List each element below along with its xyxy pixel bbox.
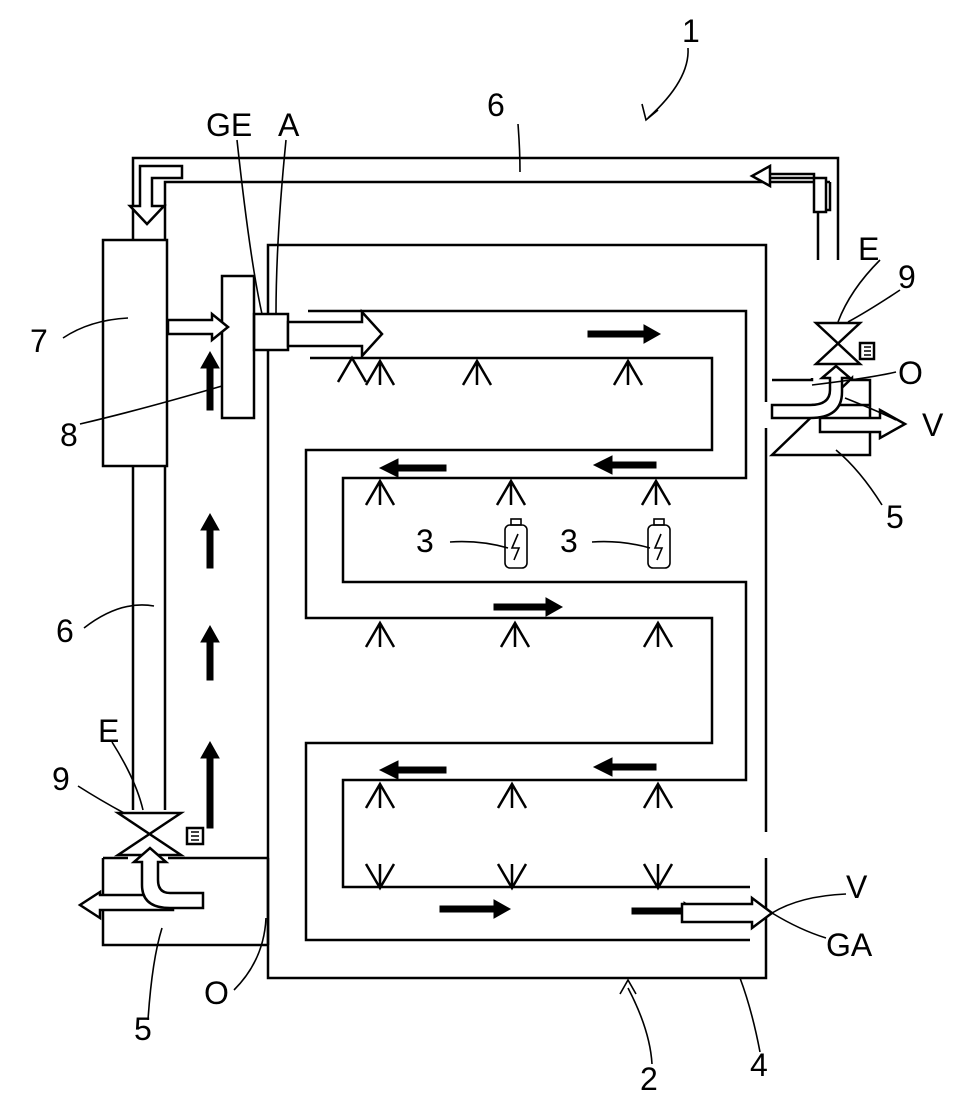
module-to-blower-arrow: [168, 314, 228, 340]
outlet-unit-left: [80, 848, 268, 945]
label-vent-bottom: V: [846, 869, 868, 905]
label-gas-outlet: GA: [826, 927, 873, 963]
valve-right: [816, 323, 874, 364]
label-valve-left: 9: [52, 761, 70, 797]
label-inlet-e-right: E: [858, 231, 879, 267]
label-module: 7: [30, 323, 48, 359]
duct-up-arrows: [201, 352, 219, 828]
label-housing: 2: [640, 1061, 658, 1097]
label-opening-right: O: [898, 355, 923, 391]
label-opening-left: O: [204, 975, 229, 1011]
return-duct: [133, 158, 838, 810]
label-vent-right: V: [922, 407, 944, 443]
nozzles-down: [366, 864, 672, 888]
label-inlet-e-left: E: [98, 713, 119, 749]
inlet-nozzle: [338, 358, 366, 382]
battery-cell-right: [648, 519, 670, 568]
inlet-hollow-arrow: [288, 312, 382, 356]
channel-flow-arrows: [380, 325, 698, 920]
outlet-ga-arrow: [682, 898, 772, 928]
outlet-unit-right: [772, 366, 905, 455]
label-blower: 8: [60, 417, 78, 453]
label-cell-right: 3: [560, 523, 578, 559]
outlet-a-nozzle: [254, 314, 288, 350]
serpentine-channel: [306, 311, 750, 940]
label-channel: 4: [750, 1047, 768, 1083]
duct-flow-arrow-right: [752, 166, 826, 212]
blower-box: [222, 276, 254, 418]
label-return-left: 6: [56, 613, 74, 649]
valve-left: [118, 813, 203, 855]
label-return-top: 6: [487, 87, 505, 123]
label-outlet-a: A: [278, 107, 300, 143]
label-outlet-unit-right: 5: [886, 499, 904, 535]
label-system: 1: [682, 13, 700, 49]
label-outlet-unit-left: 5: [134, 1011, 152, 1047]
label-valve-right: 9: [898, 259, 916, 295]
label-gas-inlet: GE: [206, 107, 252, 143]
module-box: [103, 240, 167, 466]
label-cell-left: 3: [416, 523, 434, 559]
battery-cell-left: [505, 519, 527, 568]
duct-flow-arrow-left: [130, 166, 182, 224]
nozzles-up: [366, 361, 672, 808]
